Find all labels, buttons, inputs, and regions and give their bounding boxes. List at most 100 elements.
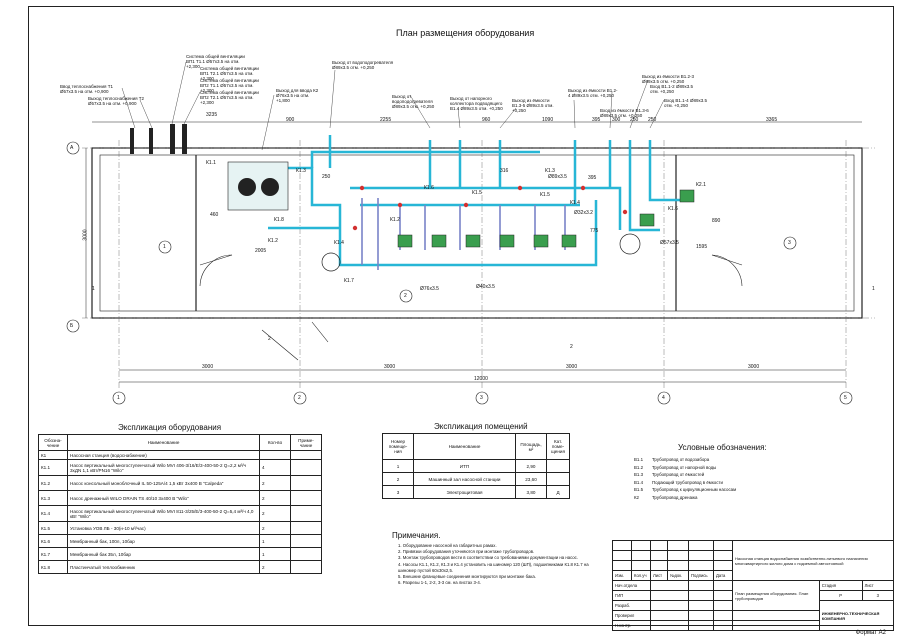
legend-title: Условные обозначения:: [678, 443, 767, 452]
callout-text: Выход от водоподогревателя Ø89х3.5 отм. …: [392, 94, 435, 109]
callout-text: Выход теплоснабжения Т2 Ø57х3.5 на отм. …: [88, 96, 145, 106]
marker: Ø40х3.5: [476, 284, 495, 290]
note-item: 1. Оборудование насосной на габаритных р…: [398, 543, 497, 548]
dimension-label: 3000: [566, 364, 578, 370]
column-header: Приме-чание: [290, 434, 322, 451]
dimension-label: 1090: [542, 117, 554, 123]
marker: 316: [500, 168, 509, 174]
format-label: Формат А2: [855, 630, 886, 636]
axis-col-label: 3: [480, 395, 483, 401]
marker: К2.1: [696, 182, 706, 188]
notes-list: 1. Оборудование насосной на габаритных р…: [398, 543, 598, 586]
column-header: Обозна-чение: [38, 434, 68, 451]
note-item: 6. Разрезы 1-1, 2-2, 3-3 см. на листах 3…: [398, 580, 481, 586]
title-block: Насосная станция водоснабжения хозяйстве…: [612, 540, 895, 631]
callout-text: Выход для ввода К2 Ø76х3.5 на отм. +1,80…: [276, 88, 319, 103]
rooms-table: Номер помеще-ния Наименование Площадь, м…: [382, 433, 570, 499]
column-header: Наименование: [413, 433, 516, 460]
marker: К1.2: [268, 238, 278, 244]
marker: К1.6: [668, 206, 678, 212]
sheet-name: План размещения оборудования. План трубо…: [732, 580, 820, 611]
dimension-label: 3365: [766, 117, 778, 123]
sheet-frame: [28, 6, 894, 626]
marker: К1.6: [424, 185, 434, 191]
callout-text: Выход от водоподогревателя Ø89х3.5 отм. …: [332, 60, 394, 70]
marker: К1.5: [540, 192, 550, 198]
room-number: 1: [163, 244, 166, 250]
equipment-table: Обозна-чение Наименование Кол-во Приме-ч…: [38, 434, 322, 574]
marker: 395: [588, 175, 597, 181]
notes-title: Примечания.: [392, 531, 441, 540]
marker: 1595: [696, 244, 708, 250]
note-item: 4. Насосы К1.1, К1.2, К1.3 и К1.4 устано…: [398, 561, 589, 573]
section-mark: 1: [872, 286, 875, 292]
dimension-label: 3000: [82, 229, 89, 241]
axis-col-label: 4: [662, 395, 665, 401]
dimension-label: 250: [630, 117, 639, 123]
axis-col-label: 1: [117, 395, 120, 401]
dimension-label: 395: [592, 117, 601, 123]
marker: 890: [712, 218, 721, 224]
marker: Ø76х3.5: [420, 286, 439, 292]
marker: К1.3: [545, 168, 555, 174]
axis-row-label: Б: [70, 323, 74, 329]
plan-title: План размещения оборудования: [396, 28, 535, 38]
equipment-table-title: Экспликация оборудования: [118, 423, 222, 432]
marker: К1.8: [274, 217, 284, 223]
dimension-total: 12000: [474, 376, 488, 382]
marker: К1.4: [570, 200, 580, 206]
column-header: Номер помеще-ния: [382, 433, 414, 460]
callout-text: Система общей вентиляции ВП2 Т2.1 Ø57х3.…: [200, 90, 259, 105]
room-number: 2: [404, 293, 407, 299]
marker: Ø89х3.5: [548, 174, 567, 180]
dimension-label: 3000: [202, 364, 214, 370]
marker: 2005: [255, 248, 267, 254]
dimension-label: 2255: [380, 117, 392, 123]
marker: 460: [210, 212, 219, 218]
marker: К1.5: [472, 190, 482, 196]
dimension-label: 3000: [384, 364, 396, 370]
column-header: Площадь, м²: [515, 433, 547, 460]
callout-text: Выход от напорного коллектора подводящег…: [450, 96, 503, 111]
project-name: Насосная станция водоснабжения хозяйстве…: [732, 540, 894, 581]
axis-row-label: А: [70, 145, 74, 151]
company-logo: ИНЖЕНЕРНО-ТЕХНИЧЕСКАЯ КОМПАНИЯ: [818, 600, 895, 631]
marker: К1.2: [390, 217, 400, 223]
dimension-label: 3235: [206, 112, 218, 118]
building-outline: [91, 147, 863, 319]
callout-text: Вход В1.1-4 Ø89х3.5 отм. +0,250: [664, 98, 707, 108]
marker: К1.3: [296, 168, 306, 174]
column-header: Кол-во: [259, 434, 291, 451]
callout-text: Система общей вентиляции ВП1 Т2.1 Ø57х3.…: [200, 66, 259, 81]
section-mark: 2: [268, 336, 271, 342]
dimension-label: 900: [286, 117, 295, 123]
section-mark: 2: [570, 344, 573, 350]
note-item: 5. Внешние фланцевые соединения монтирую…: [398, 574, 536, 580]
marker: К1.4: [334, 240, 344, 246]
callout-text: Вход из ёмкости В1.3-6 Ø89х3.5 отм. +0,2…: [600, 108, 649, 118]
marker: Ø32х3.2: [574, 210, 593, 216]
section-mark: 1: [92, 286, 95, 292]
column-header: Кат. поме-щения: [546, 433, 570, 460]
marker: К1.1: [206, 160, 216, 166]
callout-text: Вход В1.1-2 Ø89х3.5 отм. +0,250: [650, 84, 693, 94]
axis-col-label: 5: [844, 395, 847, 401]
callout-text: Система общей вентиляции ВП2 Т1.1 Ø57х3.…: [200, 78, 259, 93]
